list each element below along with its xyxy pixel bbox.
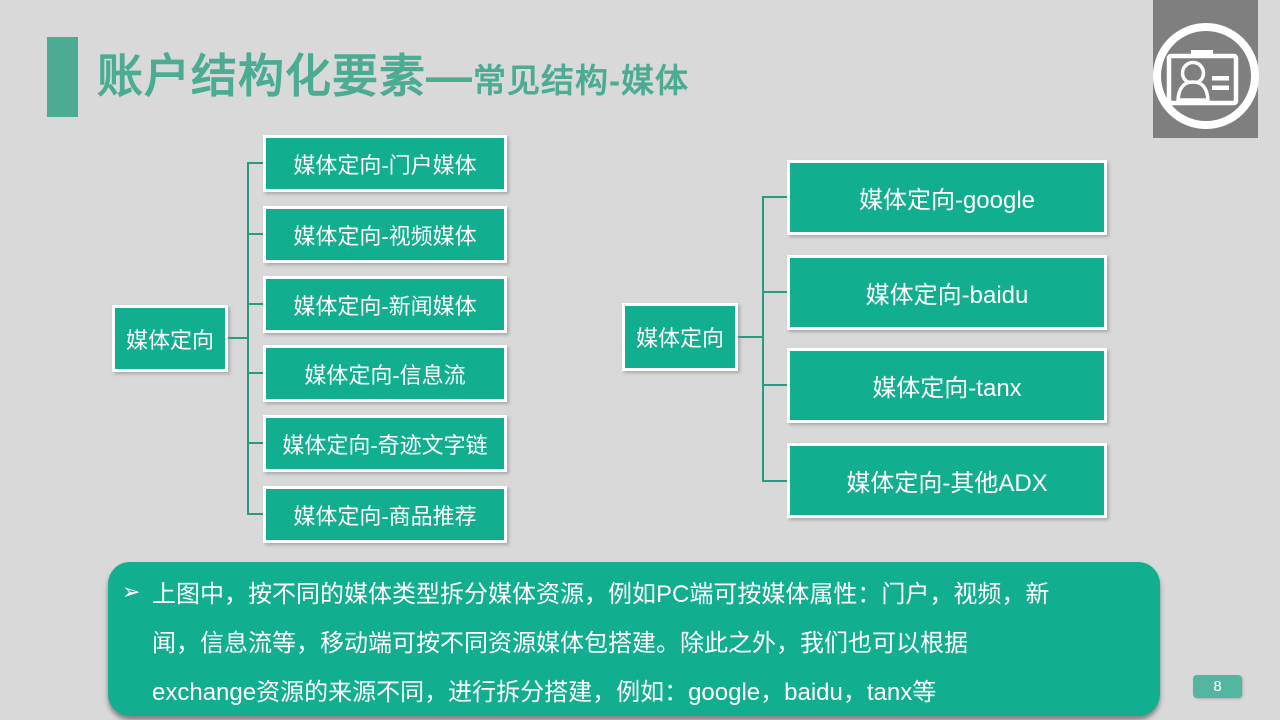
connector [762,197,764,482]
left-tree-child-3: 媒体定向-新闻媒体 [263,276,507,333]
note-line-1: 上图中，按不同的媒体类型拆分媒体资源，例如PC端可按媒体属性：门户，视频，新 [152,581,1050,608]
page-title-main: 账户结构化要素— [97,50,473,102]
note-line-3: exchange资源的来源不同，进行拆分搭建，例如：google，baidu，t… [152,679,937,706]
connector [762,384,787,386]
connector [228,337,248,339]
connector [247,442,263,444]
id-card-icon [1153,23,1259,129]
left-tree-child-1: 媒体定向-门户媒体 [263,135,507,192]
connector [247,513,263,515]
right-tree-parent: 媒体定向 [622,303,738,371]
arrow-bullet-icon: ➢ [122,579,141,604]
title-accent-bar [47,37,78,117]
left-tree-child-5: 媒体定向-奇迹文字链 [263,415,507,472]
left-tree-parent: 媒体定向 [112,305,228,372]
page-number-badge: 8 [1193,675,1242,698]
connector [247,162,263,164]
left-tree-child-2: 媒体定向-视频媒体 [263,206,507,263]
connector [247,372,263,374]
connector [762,196,787,198]
note-text: 上图中，按不同的媒体类型拆分媒体资源，例如PC端可按媒体属性：门户，视频，新 闻… [152,570,1140,717]
connector [762,291,787,293]
connector [762,480,787,482]
note-box: ➢ 上图中，按不同的媒体类型拆分媒体资源，例如PC端可按媒体属性：门户，视频，新… [108,562,1160,716]
note-line-2: 闻，信息流等，移动端可按不同资源媒体包搭建。除此之外，我们也可以根据 [152,630,968,657]
right-tree-child-3: 媒体定向-tanx [787,348,1107,423]
connector [247,233,263,235]
page-title-sub: 常见结构-媒体 [473,62,689,99]
right-tree-child-2: 媒体定向-baidu [787,255,1107,330]
connector [247,163,249,515]
right-tree-child-1: 媒体定向-google [787,160,1107,235]
left-tree-child-4: 媒体定向-信息流 [263,345,507,402]
connector [738,336,764,338]
right-tree-child-4: 媒体定向-其他ADX [787,443,1107,518]
connector [247,303,263,305]
left-tree-child-6: 媒体定向-商品推荐 [263,486,507,543]
page-title: 账户结构化要素— 常见结构-媒体 [97,40,689,106]
